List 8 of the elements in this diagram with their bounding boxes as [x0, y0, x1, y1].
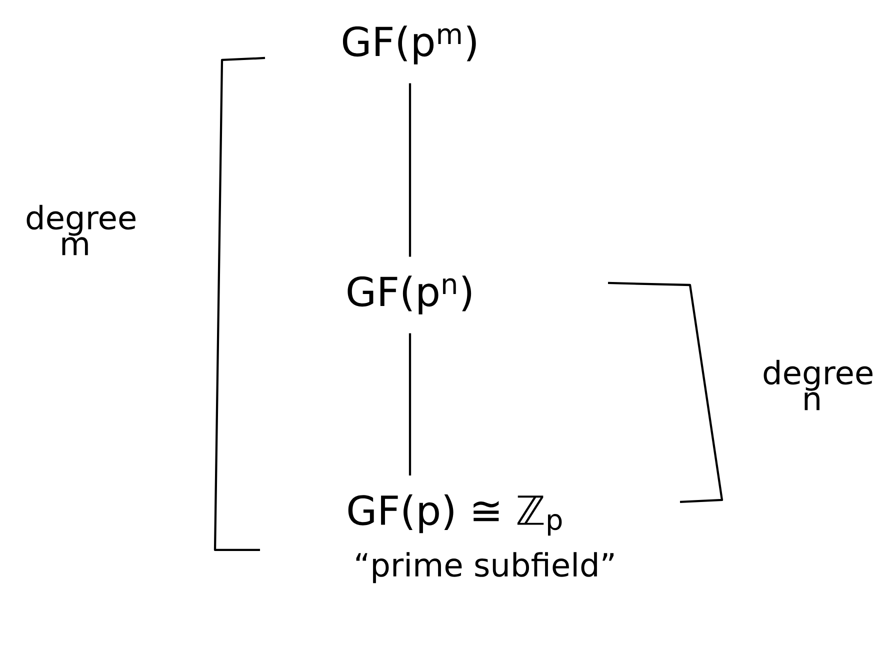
degree-label: degree m: [26, 204, 136, 256]
node-label: “prime subfield”: [356, 552, 614, 584]
field-label: GF(p$^{m}$): [342, 26, 476, 64]
connector-line: [408, 83, 412, 257]
field-label: GF(p) ≅ ℤ$_{p}$: [348, 494, 562, 536]
connector-line: [408, 333, 412, 476]
degree-label: degree n: [764, 360, 872, 410]
field-label: GF(p$^{n}$): [348, 276, 472, 314]
